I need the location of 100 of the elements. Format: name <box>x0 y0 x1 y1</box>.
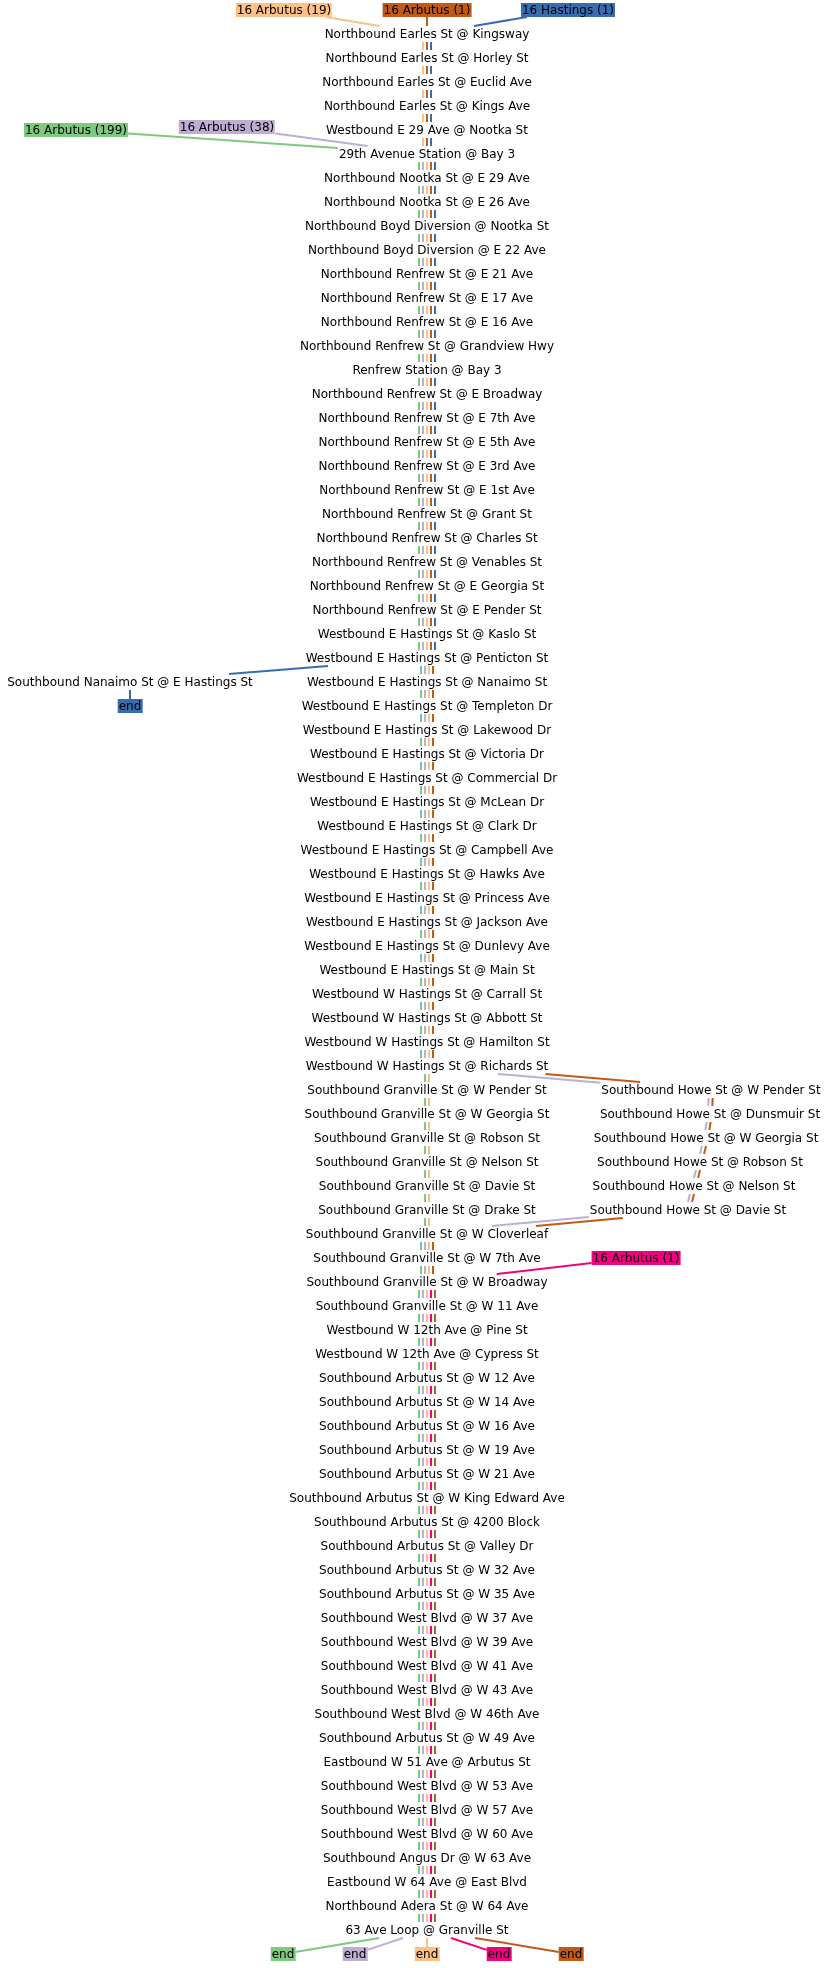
route-line <box>424 1025 426 1035</box>
route-line <box>428 761 430 771</box>
route-line <box>434 1913 436 1923</box>
route-line <box>426 1481 428 1491</box>
route-line <box>430 1505 432 1515</box>
route-line <box>432 689 434 699</box>
route-line <box>434 1337 436 1347</box>
route-line <box>418 641 420 651</box>
route-line <box>424 833 426 843</box>
route-line <box>434 473 436 483</box>
route-line <box>426 281 428 291</box>
route-line <box>424 1265 426 1275</box>
route-line <box>422 521 424 531</box>
stop-label: Southbound West Blvd @ W 53 Ave <box>319 1778 535 1794</box>
route-line <box>430 545 432 555</box>
route-line <box>428 785 430 795</box>
stop-label: Westbound E Hastings St @ Victoria Dr <box>309 746 545 762</box>
stop-label: Northbound Renfrew St @ E Pender St <box>311 602 543 618</box>
route-line <box>422 617 424 627</box>
route-line <box>428 713 430 723</box>
stop-label: Northbound Boyd Diversion @ Nootka St <box>304 218 550 234</box>
route-line <box>422 65 424 75</box>
route-line <box>129 689 131 700</box>
route-line <box>418 1337 420 1347</box>
route-line <box>422 1289 424 1299</box>
route-line <box>294 1937 380 1953</box>
route-line <box>432 881 434 891</box>
stop-label: Westbound E Hastings St @ Lakewood Dr <box>301 722 553 738</box>
stop-label: Southbound Arbutus St @ W 49 Ave <box>318 1730 536 1746</box>
stop-label: Westbound E Hastings St @ Templeton Dr <box>300 698 554 714</box>
stop-label: Westbound E 29 Ave @ Nootka St <box>325 122 529 138</box>
route-line <box>432 1265 434 1275</box>
route-line <box>432 713 434 723</box>
route-line <box>426 1889 428 1899</box>
route-line <box>426 1769 428 1779</box>
route-line <box>424 689 426 699</box>
route-line <box>692 1169 697 1179</box>
route-line <box>430 1889 432 1899</box>
route-line <box>430 161 432 171</box>
route-tag: 16 Arbutus (1) <box>591 1251 681 1265</box>
stop-label: Southbound Angus Dr @ W 63 Ave <box>321 1850 533 1866</box>
route-line <box>418 233 420 243</box>
stop-label: Southbound Howe St @ Dunsmuir St <box>598 1106 822 1122</box>
stop-label: Eastbound W 51 Ave @ Arbutus St <box>322 1754 532 1770</box>
route-line <box>426 545 428 555</box>
route-line <box>418 593 420 603</box>
route-line <box>418 1649 420 1659</box>
route-line <box>420 929 422 939</box>
stop-label: Westbound W Hastings St @ Hamilton St <box>303 1034 551 1050</box>
route-line <box>426 1385 428 1395</box>
route-line <box>430 1745 432 1755</box>
route-line <box>430 1793 432 1803</box>
stop-label: Westbound E Hastings St @ Penticton St <box>304 650 550 666</box>
route-line <box>434 1313 436 1323</box>
route-line <box>430 593 432 603</box>
route-line <box>434 1841 436 1851</box>
route-line <box>422 377 424 387</box>
stop-label: Southbound West Blvd @ W 46th Ave <box>313 1706 541 1722</box>
route-line <box>430 41 432 51</box>
route-line <box>434 185 436 195</box>
route-line <box>428 1025 430 1035</box>
route-line <box>420 665 422 675</box>
route-line <box>422 41 424 51</box>
route-line <box>428 1169 430 1179</box>
route-line <box>432 857 434 867</box>
stop-label: Westbound E Hastings St @ Jackson Ave <box>305 914 549 930</box>
route-line <box>422 1817 424 1827</box>
route-line <box>430 233 432 243</box>
route-line <box>420 737 422 747</box>
route-line <box>430 1721 432 1731</box>
stop-label: Northbound Renfrew St @ Venables St <box>310 554 544 570</box>
route-line <box>428 1001 430 1011</box>
route-line <box>422 1601 424 1611</box>
route-line <box>418 1505 420 1515</box>
route-line <box>420 761 422 771</box>
route-line <box>422 1361 424 1371</box>
route-line <box>422 569 424 579</box>
route-line <box>428 665 430 675</box>
route-line <box>434 617 436 627</box>
route-line <box>698 1145 703 1155</box>
route-line <box>426 1529 428 1539</box>
route-line <box>418 1865 420 1875</box>
stop-label: Southbound Granville St @ Robson St <box>313 1130 541 1146</box>
route-line <box>428 737 430 747</box>
route-line <box>418 1721 420 1731</box>
stop-label: Westbound W 12th Ave @ Pine St <box>325 1322 529 1338</box>
route-line <box>430 1289 432 1299</box>
route-line <box>418 1457 420 1467</box>
route-line <box>432 905 434 915</box>
route-line <box>418 1817 420 1827</box>
route-line <box>422 1481 424 1491</box>
route-line <box>420 1001 422 1011</box>
stop-label: Southbound Granville St @ W 7th Ave <box>312 1250 542 1266</box>
route-line <box>434 161 436 171</box>
route-line <box>434 1649 436 1659</box>
route-line <box>426 1649 428 1659</box>
route-line <box>434 1505 436 1515</box>
route-line <box>430 641 432 651</box>
route-line <box>420 1241 422 1251</box>
route-line <box>426 1457 428 1467</box>
